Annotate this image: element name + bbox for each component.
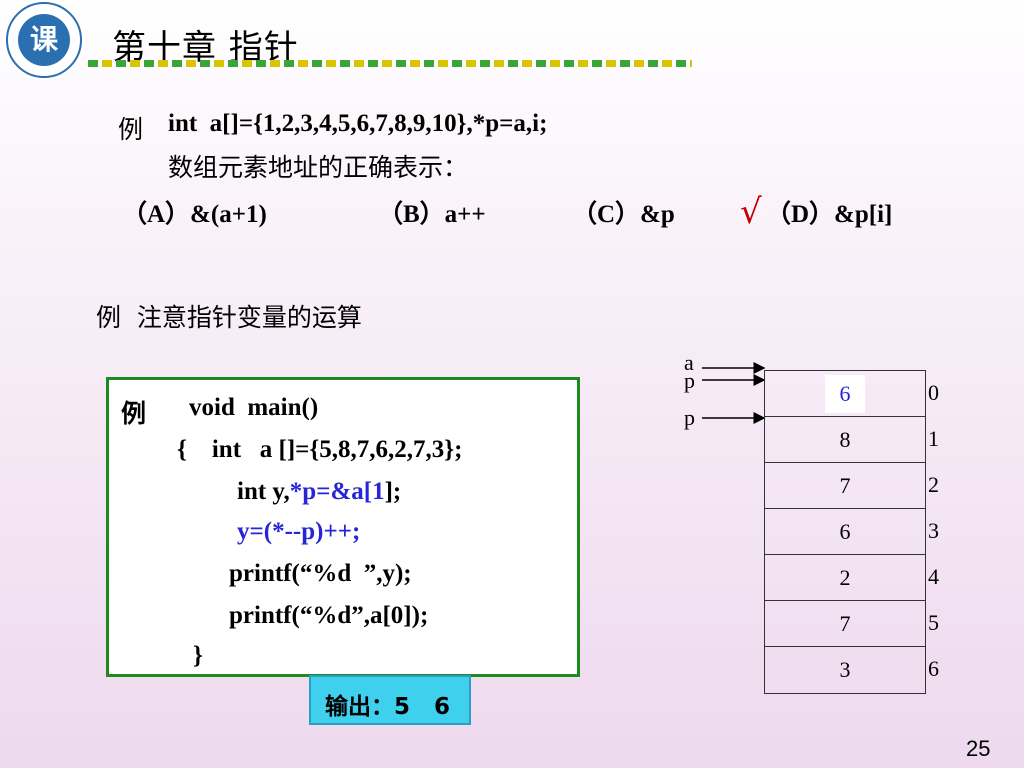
memory-cell-3: 6 (765, 509, 925, 555)
memory-value-5: 7 (839, 611, 851, 636)
code-line-5: printf(“%d ”,y); (229, 560, 412, 587)
logo-glyph: 课 (18, 14, 70, 66)
pointer-label-p-new: p (684, 405, 695, 430)
memory-value-4: 2 (839, 565, 851, 590)
code-line-3b: *p=&a[1 (289, 478, 385, 505)
option-c: （C）&p (572, 201, 675, 228)
memory-index-0: 0 (928, 380, 939, 405)
memory-cell-0: 6 (765, 371, 925, 417)
check-icon: √ (740, 192, 762, 232)
memory-index-4: 4 (928, 564, 939, 589)
output-box: 输出：5 6 (309, 675, 471, 725)
code-line-7: } (193, 642, 203, 669)
title-underline (88, 60, 692, 67)
pointer-label-a: a (684, 350, 694, 375)
example1-code: int a[]={1,2,3,4,5,6,7,8,9,10},*p=a,i; (168, 110, 548, 137)
memory-value-3: 6 (839, 519, 851, 544)
option-d: （D）&p[i] (766, 201, 893, 228)
option-a: （A）&(a+1) (122, 201, 267, 228)
memory-cell-2: 7 (765, 463, 925, 509)
memory-value-0: 6 (825, 375, 865, 413)
example1-question: 数组元素地址的正确表示： (168, 153, 469, 182)
memory-value-6: 3 (839, 657, 851, 682)
pointer-label-p-old: p (684, 368, 695, 393)
memory-cell-6: 3 (765, 647, 925, 693)
code-line-6: printf(“%d”,a[0]); (229, 602, 429, 629)
university-logo: 课 (6, 2, 82, 78)
pointer-arrows (702, 362, 766, 424)
memory-index-3: 3 (928, 518, 939, 543)
memory-index-2: 2 (928, 472, 939, 497)
memory-array: 6 8 7 6 2 7 3 (764, 370, 926, 694)
option-b: （B）a++ (378, 201, 486, 228)
memory-cell-5: 7 (765, 601, 925, 647)
code-box: 例 void main() { int a []={5,8,7,6,2,7,3}… (106, 377, 580, 677)
code-line-3a: int y, (237, 478, 290, 505)
memory-cell-4: 2 (765, 555, 925, 601)
memory-index-6: 6 (928, 656, 939, 681)
page-number: 25 (966, 736, 991, 761)
code-prefix: 例 (121, 399, 147, 428)
memory-index-5: 5 (928, 610, 939, 635)
code-line-1: void main() (189, 394, 319, 421)
code-line-4: y=(*--p)++; (237, 518, 361, 545)
memory-value-1: 8 (839, 427, 851, 452)
code-line-3: int y,*p=&a[1]; (237, 478, 401, 506)
output-label: 输出：5 6 (325, 694, 451, 720)
example1-prefix: 例 (118, 115, 144, 144)
example2-heading: 例 注意指针变量的运算 (96, 303, 362, 332)
memory-index-1: 1 (928, 426, 939, 451)
code-line-3c: ]; (384, 478, 402, 505)
memory-cell-1: 8 (765, 417, 925, 463)
memory-value-2: 7 (839, 473, 851, 498)
code-line-2: { int a []={5,8,7,6,2,7,3}; (177, 436, 463, 463)
